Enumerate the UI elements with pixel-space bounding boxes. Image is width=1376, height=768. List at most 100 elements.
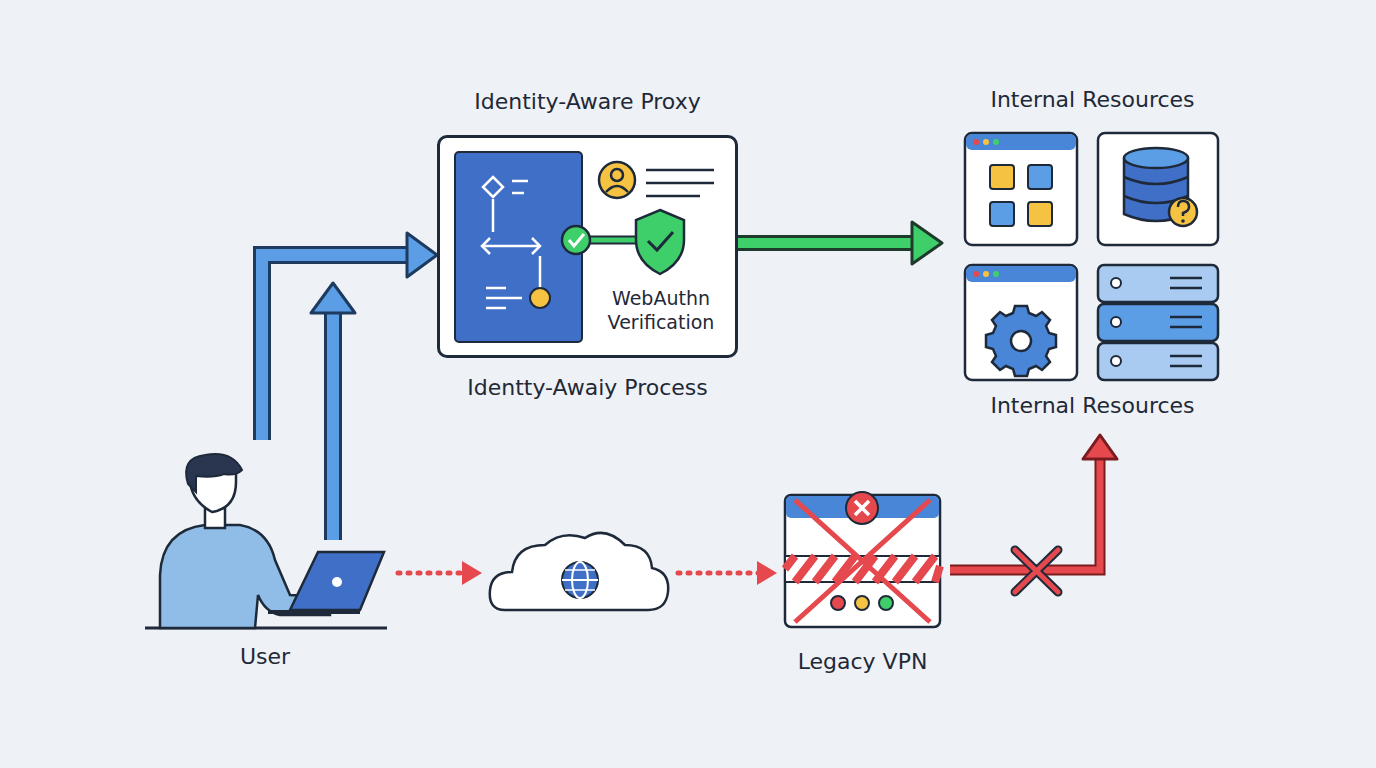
settings-window-icon-part xyxy=(966,266,1076,282)
app-window-icon-part xyxy=(1028,202,1052,226)
user-figure-part xyxy=(186,454,242,492)
user-figure-part xyxy=(332,577,342,587)
user-figure-part xyxy=(205,508,225,528)
vpn-appliance-part xyxy=(786,496,939,518)
group-caption: Internal Resources xyxy=(945,392,1240,420)
app-window-icon-part xyxy=(990,202,1014,226)
app-window-icon-part xyxy=(990,165,1014,189)
database-icon-part xyxy=(1124,158,1188,221)
app-window-icon-part xyxy=(993,139,999,145)
blocked-mark-part xyxy=(1015,550,1058,592)
database-icon-part xyxy=(1124,177,1188,203)
arrow-head xyxy=(1083,435,1117,459)
app-window-icon-part xyxy=(965,133,1077,245)
blocked-mark xyxy=(1015,550,1058,592)
flow-panel-part xyxy=(486,297,522,300)
verification-shield xyxy=(562,210,684,274)
database-icon-part xyxy=(1178,201,1189,216)
profile-icon xyxy=(599,162,714,198)
node-label: Legacy VPN xyxy=(755,648,970,676)
settings-window-icon-part xyxy=(1011,331,1031,351)
arrow-body xyxy=(950,457,1100,570)
settings-window-icon-part xyxy=(965,265,1077,380)
actor-label: User xyxy=(195,643,335,671)
flow-panel xyxy=(455,152,582,342)
arrow-head xyxy=(407,233,437,277)
server-icon-part xyxy=(1111,356,1121,366)
vpn-appliance-part xyxy=(879,596,893,610)
app-window-icon-part xyxy=(983,139,989,145)
profile-icon-part xyxy=(599,162,635,198)
settings-window-icon-part xyxy=(986,306,1056,376)
database-icon-part xyxy=(1181,219,1185,223)
user-figure-part xyxy=(290,552,384,610)
vpn-appliance-part xyxy=(846,492,878,524)
verification-shield-part xyxy=(636,210,684,274)
database-icon xyxy=(1098,133,1218,245)
flow-connector xyxy=(311,283,355,540)
flow-connector xyxy=(950,435,1117,570)
server-icon-part xyxy=(1098,304,1218,341)
user-actor: User xyxy=(150,455,390,670)
arrow-outline xyxy=(950,457,1100,570)
node-label: WebAuthn Verification xyxy=(595,286,727,334)
server-icon xyxy=(1098,265,1218,380)
app-window-icon-part xyxy=(973,139,979,145)
vpn-appliance-part xyxy=(785,556,940,582)
app-window-icon-part xyxy=(1028,165,1052,189)
verification-shield-part xyxy=(648,232,673,250)
vpn-appliance-part xyxy=(855,596,869,610)
server-icon-part xyxy=(1111,317,1121,327)
group-heading: Internal Resources xyxy=(945,86,1240,114)
database-icon-part xyxy=(1169,198,1197,226)
app-window-icon-part xyxy=(966,134,1076,150)
server-icon-part xyxy=(1170,278,1202,366)
internet-cloud-part xyxy=(490,533,668,610)
internet-cloud xyxy=(490,533,668,610)
proxy-box: Identity-Aware ProxyWebAuthn Verificatio… xyxy=(437,135,738,358)
flow-panel-part xyxy=(486,287,506,290)
verification-shield-part xyxy=(588,238,640,243)
flow-panel-part xyxy=(512,180,528,183)
vpn-node: Legacy VPN xyxy=(775,485,950,680)
flow-panel-part xyxy=(483,177,503,197)
arrow-head xyxy=(311,283,355,313)
user-figure-part xyxy=(190,470,236,512)
internet-cloud-part xyxy=(572,562,588,598)
arrow-head xyxy=(912,222,942,264)
arrow-head xyxy=(462,561,482,585)
vpn-appliance-part xyxy=(785,556,940,582)
flow-connector xyxy=(262,233,437,440)
profile-icon-part xyxy=(646,182,714,185)
server-icon-part xyxy=(1098,343,1218,380)
flow-panel-part xyxy=(492,199,495,232)
dotted-line xyxy=(678,571,759,576)
flow-panel-part xyxy=(530,288,550,308)
vpn-appliance xyxy=(785,492,940,627)
node-heading: Identity-Aware Proxy xyxy=(400,88,775,116)
user-figure-part xyxy=(145,627,387,630)
internet-cloud-part xyxy=(562,562,598,598)
settings-window-icon-part xyxy=(993,271,999,277)
flow-panel-part xyxy=(539,256,542,288)
arrow-outline xyxy=(738,235,914,251)
vpn-appliance-part xyxy=(785,495,940,627)
server-icon-part xyxy=(1111,278,1121,288)
user-figure-part xyxy=(268,610,360,614)
user-figure-part xyxy=(160,525,330,628)
database-icon-part xyxy=(1124,148,1188,168)
profile-icon-part xyxy=(646,195,700,198)
arrow-body xyxy=(327,311,339,540)
flow-panel-part xyxy=(486,307,506,310)
profile-icon-part xyxy=(606,186,628,192)
flow-connector xyxy=(738,222,942,264)
flow-panel-part xyxy=(512,192,524,195)
dotted-line xyxy=(398,571,464,576)
settings-window-icon-part xyxy=(973,271,979,277)
resource-group: Internal ResourcesInternal Resources xyxy=(945,128,1220,438)
verification-shield-part xyxy=(588,236,640,245)
flow-connector xyxy=(398,561,777,585)
blocked-mark-part xyxy=(1015,550,1058,592)
settings-window-icon-part xyxy=(983,271,989,277)
